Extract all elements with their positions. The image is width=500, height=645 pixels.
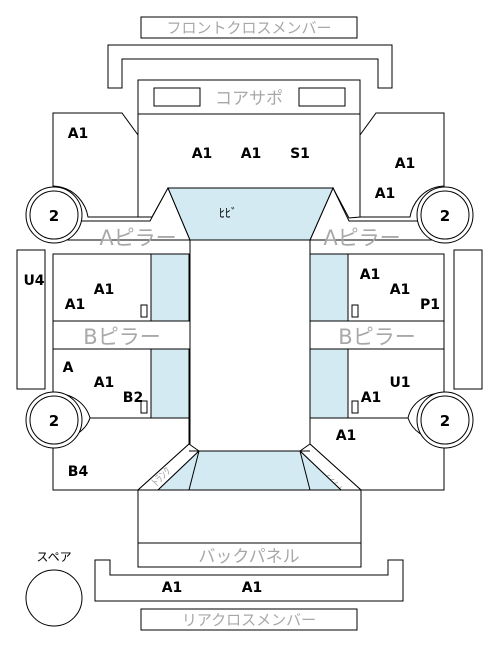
rear-right-door-code-u1: U1 (389, 375, 410, 391)
left-front-fender[interactable] (52, 112, 139, 218)
b-pillar-right[interactable] (309, 320, 445, 350)
a-pillar-left-label: Aピラー (99, 226, 176, 250)
front-right-door-code-left: A1 (360, 267, 381, 283)
right-quarter-code: A1 (336, 428, 357, 444)
front-right-wheel[interactable]: 2 (416, 186, 474, 244)
rear-left-door-code-a1: A1 (94, 375, 115, 391)
rear-left-window[interactable] (150, 348, 190, 419)
rear-right-handle[interactable] (351, 400, 359, 414)
spare-label: スペア (36, 550, 71, 564)
rear-bumper-code-2: A1 (242, 580, 263, 596)
left-headlight[interactable] (153, 87, 201, 107)
hood-code-1: A1 (192, 146, 213, 162)
front-right-window[interactable] (309, 253, 349, 322)
front-cross-member[interactable]: フロントクロスメンバー (140, 16, 358, 39)
front-right-wheel-code: 2 (440, 207, 450, 225)
front-left-wheel-code: 2 (49, 207, 59, 225)
trunk-lid[interactable] (137, 489, 362, 544)
rear-cross-member-label: リアクロスメンバー (182, 611, 316, 629)
rear-left-wheel-code: 2 (49, 412, 59, 430)
rear-left-door-code-a: A (63, 360, 74, 376)
b-pillar-left[interactable] (52, 320, 191, 350)
right-front-fender[interactable] (359, 112, 445, 218)
right-fender-code-top: A1 (395, 156, 416, 172)
left-rocker[interactable] (16, 249, 46, 390)
front-left-wheel[interactable]: 2 (25, 186, 83, 244)
b-pillar-right-label: Bピラー (338, 325, 415, 349)
front-right-door[interactable] (347, 253, 445, 322)
left-rocker-code: U4 (23, 273, 44, 289)
back-panel[interactable] (137, 542, 362, 568)
rear-left-handle[interactable] (140, 400, 148, 414)
right-fender-code-bottom: A1 (375, 186, 396, 202)
front-left-window[interactable] (150, 253, 190, 322)
hood-code-2: A1 (241, 146, 262, 162)
rear-cross-member[interactable]: リアクロスメンバー (140, 608, 358, 631)
rear-bumper-code-1: A1 (162, 580, 183, 596)
rear-glass-inner (188, 450, 311, 491)
left-fender-code: A1 (68, 126, 89, 142)
rear-left-wheel[interactable]: 2 (25, 391, 83, 449)
rear-right-wheel[interactable]: 2 (416, 391, 474, 449)
core-support[interactable]: コアサポ (137, 79, 361, 115)
roof-label: ﾋﾋﾞ (219, 206, 237, 220)
back-panel-label: バックパネル (198, 547, 299, 567)
front-right-handle[interactable] (351, 304, 359, 318)
right-headlight[interactable] (298, 87, 346, 107)
roof-panel[interactable] (189, 239, 311, 452)
rear-bumper[interactable] (94, 559, 404, 602)
rear-right-window[interactable] (309, 348, 349, 419)
front-left-handle[interactable] (140, 304, 148, 318)
front-cross-member-label: フロントクロスメンバー (166, 19, 331, 37)
right-rocker[interactable] (453, 249, 483, 390)
hood-code-3: S1 (290, 146, 310, 162)
rear-left-door-code-b2: B2 (123, 390, 143, 406)
spare-tire[interactable] (25, 569, 83, 627)
rear-right-wheel-code: 2 (440, 412, 450, 430)
core-support-label: コアサポ (215, 89, 283, 109)
front-left-door-code-bottom: A1 (65, 297, 86, 313)
front-bumper[interactable] (107, 44, 393, 89)
front-left-door[interactable] (52, 253, 152, 322)
rear-right-door-code-a1: A1 (361, 390, 382, 406)
windshield[interactable] (167, 187, 334, 241)
b-pillar-left-label: Bピラー (83, 325, 160, 349)
front-right-door-code-right: A1 (390, 282, 411, 298)
front-right-door-code-p: P1 (420, 297, 440, 313)
front-left-door-code-top: A1 (94, 282, 115, 298)
left-quarter-code: B4 (68, 464, 89, 480)
a-pillar-right-label: Aピラー (323, 226, 400, 250)
